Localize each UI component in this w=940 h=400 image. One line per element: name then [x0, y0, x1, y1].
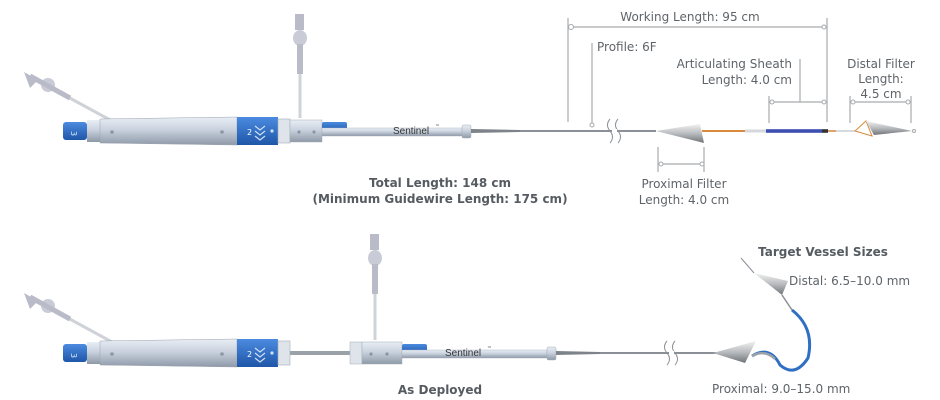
brand-label: Sentinel: [445, 348, 481, 359]
svg-text:Proximal Filter: Proximal Filter: [641, 177, 726, 191]
articulating-sheath-curve: [751, 308, 812, 372]
svg-text:Length: 4.0 cm: Length: 4.0 cm: [702, 73, 792, 87]
cap-number: 3: [69, 131, 78, 136]
distal-vessel-size: Distal: 6.5–10.0 mm: [789, 274, 910, 288]
distal-filter-dimension: Distal Filter Length: 4.5 cm: [847, 57, 915, 123]
articulating-sheath: [766, 129, 822, 133]
target-vessel-title: Target Vessel Sizes: [758, 245, 888, 259]
handle-top: 3 2 Sentinel ™: [62, 116, 916, 146]
svg-text:Articulating Sheath: Articulating Sheath: [677, 57, 792, 71]
proximal-filter-dimension: Proximal Filter Length: 4.0 cm: [639, 147, 729, 207]
svg-text:Working Length: 95 cm: Working Length: 95 cm: [620, 10, 759, 24]
working-length-dimension: Working Length: 95 cm: [567, 10, 828, 122]
brand-label: Sentinel: [393, 126, 429, 137]
proximal-filter-deployed: [713, 341, 756, 363]
svg-text:3: 3: [69, 353, 78, 358]
articulating-sheath-dimension: Articulating Sheath Length: 4.0 cm: [677, 57, 827, 123]
flush-port-top: [368, 234, 382, 340]
svg-text:™: ™: [435, 124, 440, 130]
svg-text:4.5 cm: 4.5 cm: [860, 87, 901, 101]
flush-port-top: [293, 14, 307, 118]
catheter-deployed-view: 3 2 Sentinel ™ As Deployed Target Ve: [24, 234, 910, 397]
catheter-full-view: 3 2 Sentinel ™: [24, 10, 916, 207]
flush-port-left: [24, 293, 113, 344]
profile-dimension: Profile: 6F: [589, 40, 657, 128]
proximal-vessel-size: Proximal: 9.0–15.0 mm: [712, 382, 850, 396]
svg-text:Length:: Length:: [858, 72, 903, 86]
minimum-guidewire-length: (Minimum Guidewire Length: 175 cm): [312, 192, 567, 206]
svg-text:™: ™: [487, 346, 492, 352]
svg-text:Length: 4.0 cm: Length: 4.0 cm: [639, 193, 729, 207]
handle-bottom: 3 2 Sentinel ™: [62, 257, 812, 372]
flush-port-left: [24, 72, 113, 123]
as-deployed-caption: As Deployed: [398, 383, 482, 397]
total-length: Total Length: 148 cm: [369, 176, 511, 190]
svg-text:Distal Filter: Distal Filter: [847, 57, 915, 71]
proximal-filter: [656, 124, 704, 143]
distal-filter-deployed: [754, 273, 788, 295]
collar-number: 2: [247, 128, 252, 137]
distal-filter: [866, 121, 912, 135]
svg-text:Profile: 6F: Profile: 6F: [597, 40, 657, 54]
svg-text:2: 2: [247, 350, 252, 359]
